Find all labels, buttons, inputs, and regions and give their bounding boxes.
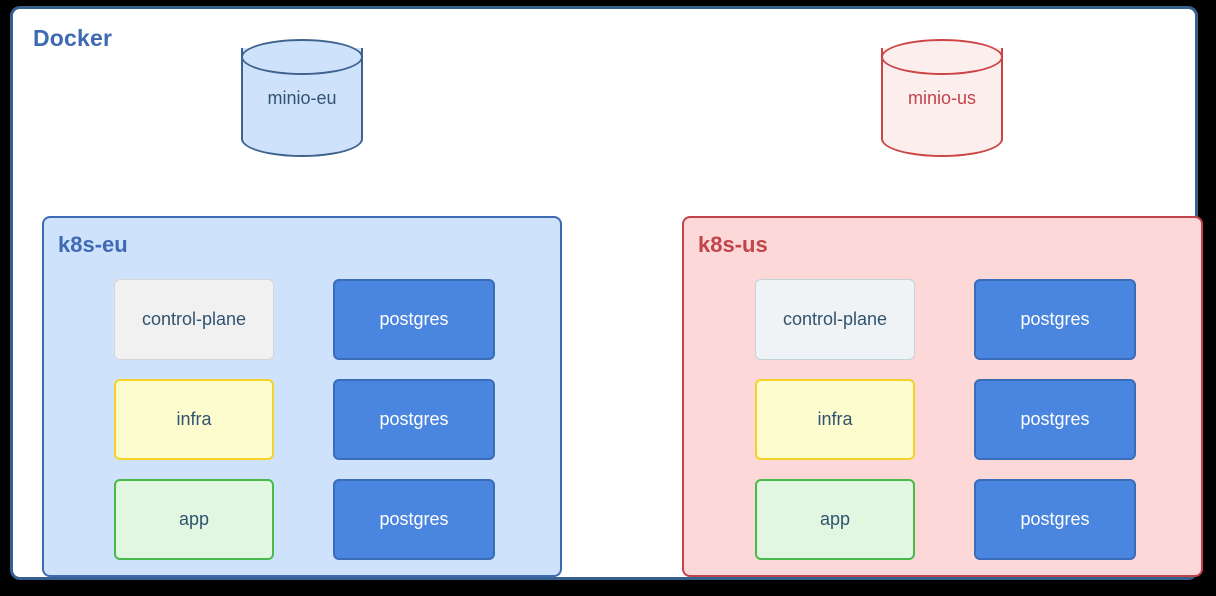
node-postgres-us-3[interactable]: postgres	[974, 479, 1136, 560]
minio-eu-label: minio-eu	[267, 87, 337, 108]
node-app-eu[interactable]: app	[114, 479, 274, 560]
node-postgres-eu-1[interactable]: postgres	[333, 279, 495, 360]
node-control-plane-eu[interactable]: control-plane	[114, 279, 274, 360]
node-postgres-us-1[interactable]: postgres	[974, 279, 1136, 360]
node-app-us[interactable]: app	[755, 479, 915, 560]
node-infra-eu[interactable]: infra	[114, 379, 274, 460]
cluster-k8s-eu-title: k8s-eu	[58, 232, 128, 257]
minio-us-label: minio-us	[907, 87, 977, 108]
cylinder-top-ellipse	[241, 39, 363, 75]
node-postgres-us-2[interactable]: postgres	[974, 379, 1136, 460]
docker-host-panel: Docker minio-eu minio-us k8s-eu control-…	[10, 6, 1203, 580]
minio-us-cylinder[interactable]: minio-us	[881, 39, 1003, 157]
cluster-k8s-us[interactable]: k8s-us control-plane infra app postgres …	[682, 216, 1203, 577]
node-postgres-eu-3[interactable]: postgres	[333, 479, 495, 560]
node-postgres-eu-2[interactable]: postgres	[333, 379, 495, 460]
minio-eu-cylinder[interactable]: minio-eu	[241, 39, 363, 157]
node-control-plane-us[interactable]: control-plane	[755, 279, 915, 360]
cylinder-top-ellipse	[881, 39, 1003, 75]
docker-title: Docker	[33, 25, 113, 51]
cluster-k8s-eu[interactable]: k8s-eu control-plane infra app postgres …	[42, 216, 562, 577]
node-infra-us[interactable]: infra	[755, 379, 915, 460]
cluster-k8s-us-title: k8s-us	[698, 232, 768, 257]
